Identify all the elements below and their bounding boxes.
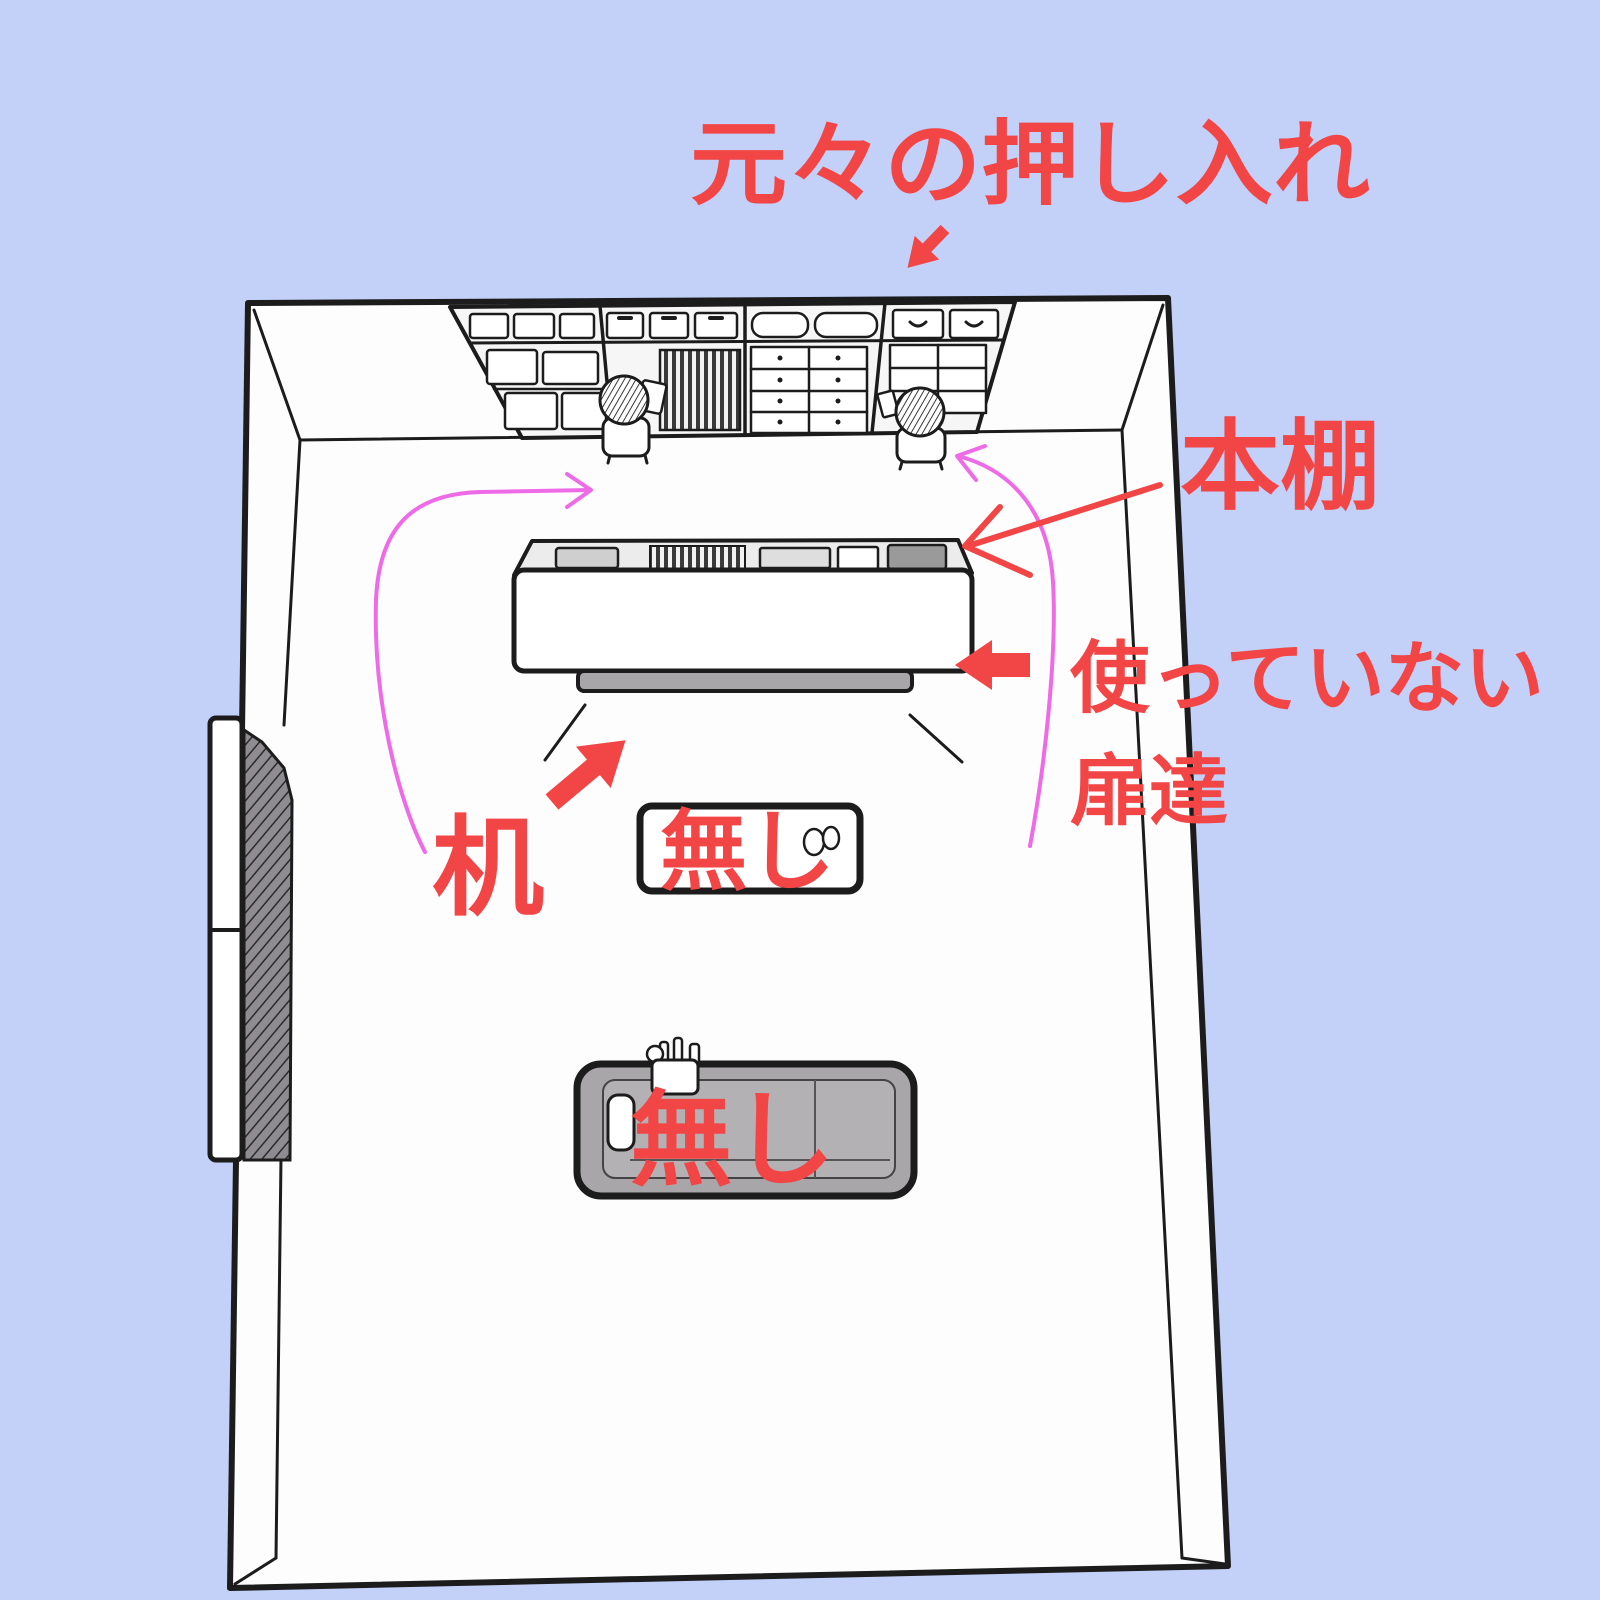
route-left-path [373,488,592,854]
desk-label: 机 [432,806,544,931]
drawer-handle [777,377,783,383]
person-legs [898,460,944,471]
closet-top-shelf [468,338,1006,345]
pillow [750,311,810,339]
arrow-left-line-icon [962,504,1033,578]
drawer-front [891,308,945,340]
right-wall-inner-line [1120,428,1184,1560]
left-wall-inner-line [282,438,302,727]
drawer-handle [777,398,783,404]
drawer-handle [835,398,841,404]
pillow [813,311,879,339]
drawer-front [948,308,1000,340]
storage-box [503,391,559,431]
table-item [821,825,841,851]
drawer-handle [835,377,841,383]
sofa-pillow [606,1093,636,1152]
low-table [636,802,864,895]
pencil-cup [650,1058,700,1096]
route-right [955,444,1056,848]
drawer-pull [908,320,984,328]
desk-base [576,669,914,693]
closet-label: 元々の押し入れ [690,111,1370,218]
sofa-cushion-lines [630,1080,890,1178]
person-head [598,374,650,426]
left-door [207,715,294,1163]
desk-books [649,545,746,571]
closet-divider-3 [870,301,887,435]
desk-item [836,545,880,571]
sofa-seat [602,1079,896,1179]
storage-box [468,312,510,340]
sofa [573,1036,918,1200]
sofa-removed-label: 無し [630,1079,835,1201]
room [227,295,1231,1591]
storage-box [485,348,539,386]
drawer-lines [749,345,869,435]
drawer-handles [777,355,841,425]
drawer-handle [835,419,841,425]
left-wall-inner-line-lower [274,1156,283,1560]
person-head [894,386,946,438]
storage-box [558,312,596,340]
door-panel [207,715,245,1163]
book-row [658,348,742,432]
room-floor [227,295,1231,1591]
storage-box [693,311,739,340]
bookshelf-pointer-line [965,482,1163,549]
bookshelf-label: 本棚 [1180,410,1380,524]
door-shadow-hatched [242,727,294,1162]
storage-box [648,311,690,340]
corner-line-bottom-left [233,1556,278,1586]
person-right [876,386,947,471]
desk-leg-line-left [543,703,587,762]
corner-line-top-right [1120,303,1165,432]
storage-box [605,311,645,340]
desk-tray [554,546,620,570]
bookshelf-pointer [962,482,1163,578]
drawer-handle [835,355,841,361]
storage-box [541,350,600,386]
unused-doors-label-line1: 使っていない [1069,634,1544,724]
drawer-handle [777,355,783,361]
curved-arrow-left-icon [955,444,987,482]
person-left [598,374,668,465]
corner-line-bottom-right [1180,1556,1227,1566]
arrow-left-icon [955,640,1030,690]
table-removed-label: 無し [660,800,835,903]
unused-doors-label-line2: 扉達 [1070,747,1228,837]
arrow-up-right-icon [545,740,626,810]
route-right-path [956,454,1056,848]
corner-line-top-left [252,308,302,442]
book [876,389,900,419]
curved-arrow-right-icon [565,472,593,509]
drawer-handle [777,419,783,425]
desk-leg-line-right [908,713,964,764]
storage-box [512,312,556,340]
desk-body [511,567,975,674]
desk-box [886,543,948,571]
desk [511,538,975,764]
arrow-down-left-icon [907,224,950,268]
desk-item [758,546,832,570]
low-table-frame [636,802,864,895]
route-left [373,472,593,854]
